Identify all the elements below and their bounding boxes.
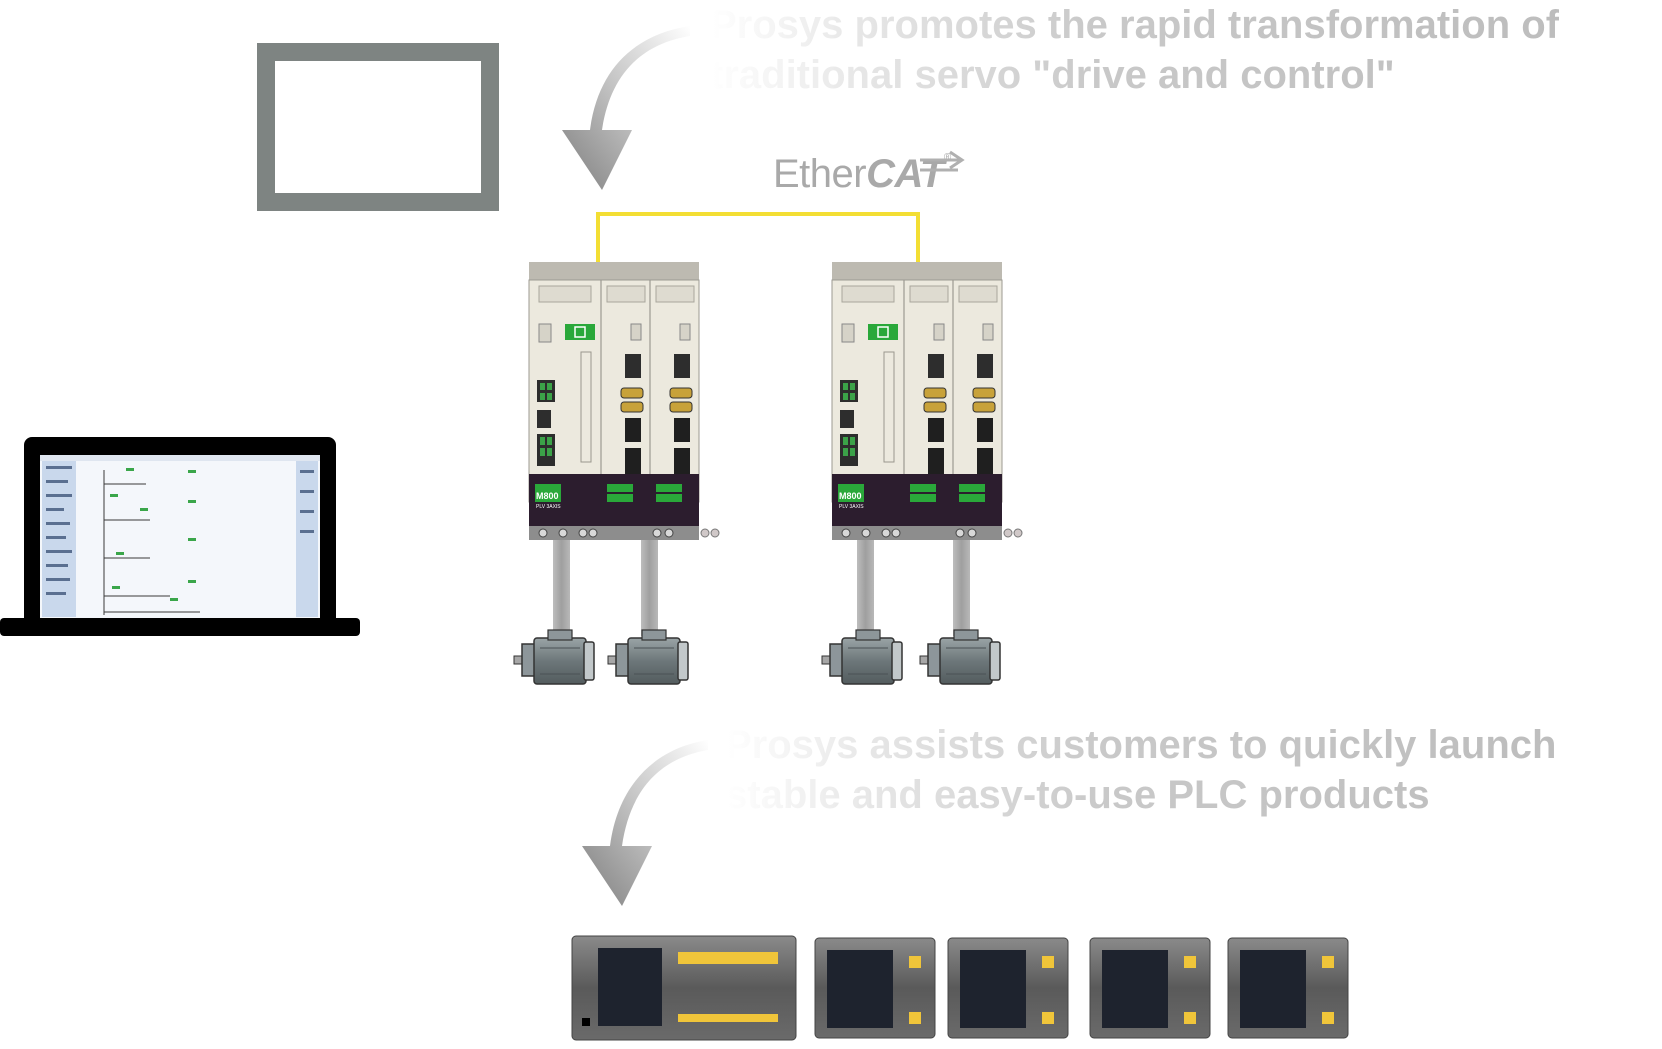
ethercat-arrows-icon [920, 150, 965, 172]
ethercat-logo-prefix: Ether [773, 152, 867, 196]
plc-io-module-2 [947, 937, 1069, 1039]
laptop [0, 437, 360, 636]
drive-model-sub-right: PLV 3AXIS [839, 504, 864, 510]
servo-motor-2 [607, 629, 689, 685]
drive-model-right: M800 [839, 491, 862, 501]
hmi-panel [257, 43, 499, 211]
motor-cables [553, 540, 970, 636]
drive-model-left: M800 [536, 491, 559, 501]
ethercat-cable [596, 212, 920, 264]
servo-motor-4 [919, 629, 1001, 685]
servo-motor-1 [513, 629, 595, 685]
plc-cpu-module [571, 935, 797, 1041]
curved-arrow-bottom [582, 740, 708, 906]
ethercat-logo-mark: ® [943, 152, 951, 163]
drive-label-right: M800 PLV 3AXIS [839, 491, 864, 510]
plc-io-module-1 [814, 937, 936, 1039]
curved-arrow-top [562, 26, 690, 190]
drive-model-sub-left: PLV 3AXIS [536, 504, 561, 510]
servo-motor-3 [821, 629, 903, 685]
plc-io-module-3 [1089, 937, 1211, 1039]
drive-label-left: M800 PLV 3AXIS [536, 491, 561, 510]
plc-io-module-4 [1227, 937, 1349, 1039]
